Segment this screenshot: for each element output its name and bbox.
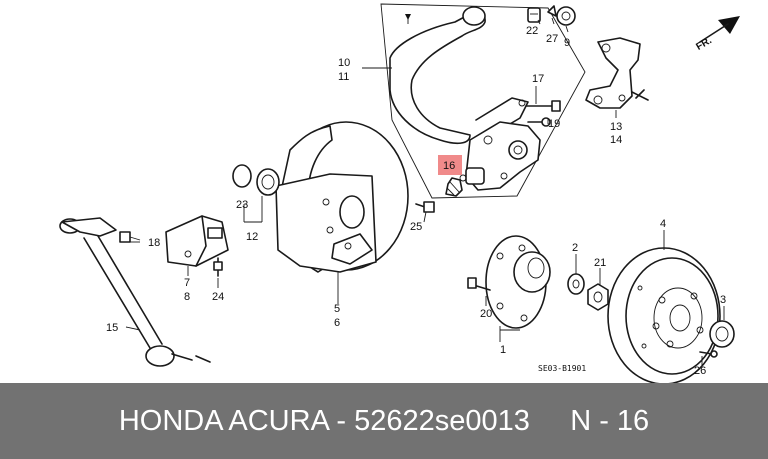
callout-3: 3: [720, 294, 726, 306]
front-direction-arrow: FR.: [694, 16, 740, 53]
seals-12-23: [232, 164, 280, 223]
caption-ref: N - 16: [570, 405, 650, 437]
callout-23: 23: [236, 199, 248, 211]
boot-part-16: [445, 174, 467, 197]
callout-26: 26: [694, 365, 706, 377]
small-parts-top: [527, 5, 576, 26]
direction-label: FR.: [694, 35, 714, 53]
cap-3: [699, 320, 735, 358]
upper-arm-outline: [380, 3, 586, 199]
callout-8: 8: [184, 291, 190, 303]
hub: [467, 235, 551, 329]
callouts: 1 2 3 4 5 6 7 8 9 10 11 12 13 14 15 16 1…: [106, 25, 726, 377]
caption-bar: HONDA ACURA - 52622se0013 N - 16: [0, 383, 768, 459]
callout-25: 25: [410, 221, 422, 233]
drawing-code: SE03-B1901: [538, 364, 586, 373]
highlight-part-16: [438, 155, 462, 175]
callout-13: 13: [610, 121, 622, 133]
washer-nut: [567, 273, 609, 311]
callout-17: 17: [532, 73, 544, 85]
leader-lines: [125, 14, 725, 366]
callout-22: 22: [526, 25, 538, 37]
callout-4: 4: [660, 218, 666, 230]
knuckle: [465, 121, 541, 191]
callout-2: 2: [572, 242, 578, 254]
callout-14: 14: [610, 134, 622, 146]
callout-9: 9: [564, 37, 570, 49]
caption-part-number: 52622se0013: [354, 405, 530, 437]
caption-brand: HONDA ACURA: [118, 405, 329, 437]
bracket-7-8: [165, 215, 229, 277]
callout-20: 20: [480, 308, 492, 320]
callout-18: 18: [148, 237, 160, 249]
bracket-13-14: [585, 37, 649, 109]
callout-11: 11: [338, 71, 349, 83]
parts-diagram: FR.: [59, 3, 740, 383]
callout-21: 21: [594, 257, 606, 269]
caption-separator: -: [336, 405, 347, 437]
callout-10: 10: [338, 57, 350, 69]
callout-12: 12: [246, 231, 258, 243]
callout-19: 19: [548, 118, 560, 130]
bolt-25: [415, 201, 435, 213]
callout-1: 1: [500, 344, 506, 356]
lateral-link: [59, 217, 211, 367]
callout-5: 5: [334, 303, 340, 315]
callout-15: 15: [106, 322, 118, 334]
callout-16: 16: [443, 160, 455, 172]
callout-27: 27: [546, 33, 558, 45]
callout-6: 6: [334, 317, 340, 329]
callout-7: 7: [184, 277, 190, 289]
backing-plate: [275, 121, 409, 273]
caption-text: HONDA ACURA - 52622se0013 N - 16: [0, 383, 768, 459]
callout-24: 24: [212, 291, 224, 303]
upper-control-arm: [389, 6, 529, 145]
brake-disc: [607, 247, 721, 383]
